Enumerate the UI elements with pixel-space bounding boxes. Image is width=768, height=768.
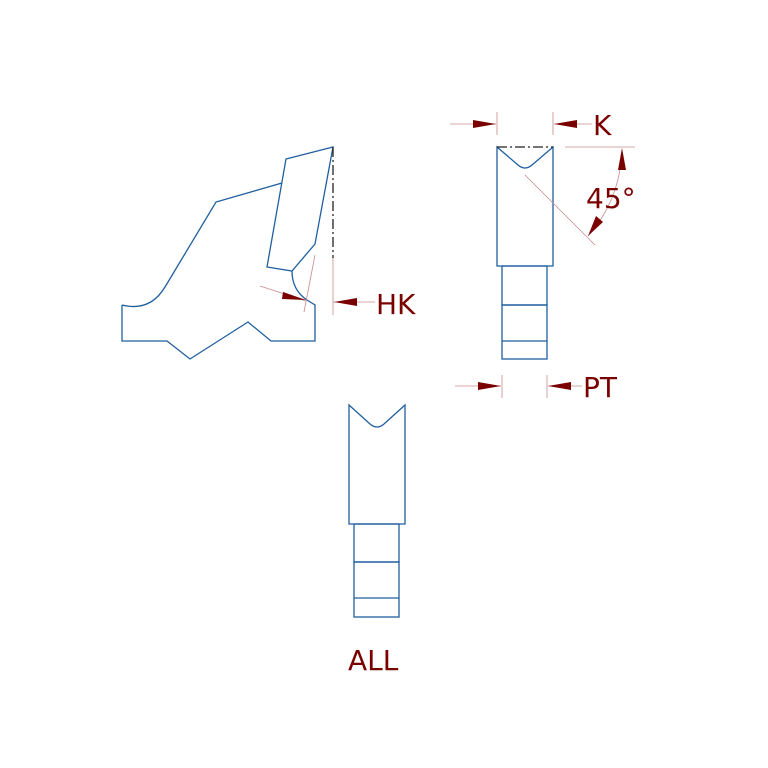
front-view: K 45° PT: [450, 109, 636, 404]
all-view: ALL: [348, 403, 406, 677]
side-view: HK: [121, 146, 416, 360]
insert-side: [266, 146, 334, 272]
shank-hatch: [353, 561, 400, 618]
label-angle: 45°: [586, 182, 636, 215]
label-pt: PT: [583, 371, 618, 404]
arrow-icon: [282, 292, 306, 300]
arrow-icon: [548, 382, 571, 390]
label-hk: HK: [376, 288, 416, 321]
label-all: ALL: [348, 644, 399, 677]
tool-body-outline: [121, 182, 316, 360]
label-k: K: [593, 109, 612, 142]
arrow-icon: [618, 148, 626, 170]
arrow-icon: [473, 120, 496, 128]
insert-front: [496, 145, 554, 267]
insert-all: [348, 403, 406, 525]
shank-hatch: [501, 304, 548, 360]
arrow-icon: [478, 382, 501, 390]
arrow-icon: [334, 298, 357, 306]
arrow-icon: [554, 120, 577, 128]
arrow-icon: [588, 216, 603, 236]
